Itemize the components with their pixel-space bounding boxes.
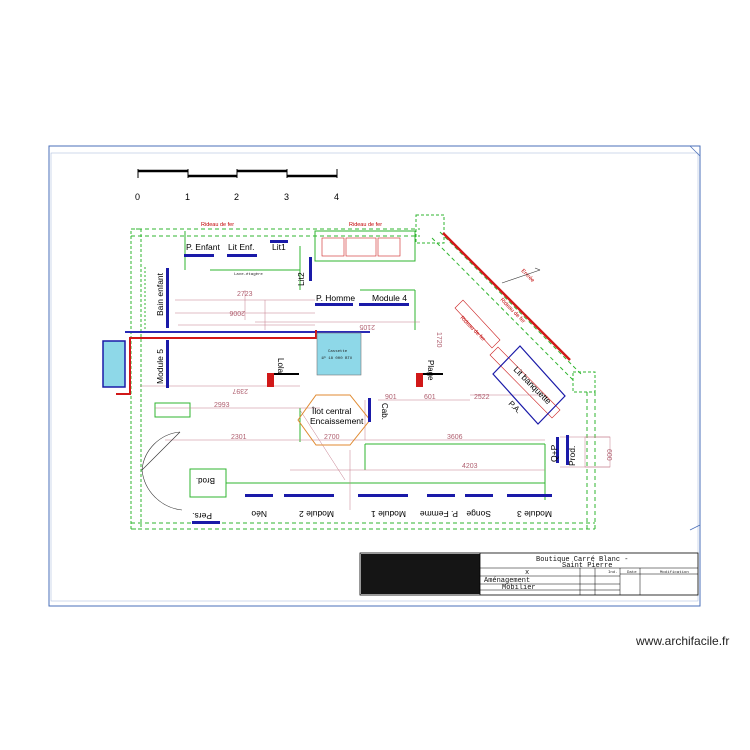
label-module4: Module 4 <box>372 293 407 303</box>
dim-2723: 2723 <box>237 291 253 298</box>
scale-tick-1: 1 <box>185 192 190 202</box>
dim-2522: 2522 <box>474 394 490 401</box>
label-ilot-1: Îlot central <box>311 406 351 416</box>
dim-1720: 1720 <box>435 332 442 348</box>
title-sub1: Aménagement <box>484 577 530 585</box>
title-block: Boutique Carré Blanc - Saint Pierre x Am… <box>359 552 699 596</box>
scale-tick-0: 0 <box>135 192 140 202</box>
title-col-ind: Ind. <box>608 570 618 575</box>
scale-tick-4: 4 <box>334 192 339 202</box>
label-brod: Brod. <box>196 476 215 485</box>
label-lit-banquette: Lit banquette <box>512 364 554 406</box>
label-module1: Module 1 <box>371 509 406 519</box>
rideau-left-label: Rideau de fer <box>201 222 234 228</box>
label-p-homme: P. Homme <box>316 293 355 303</box>
sheet-frame <box>48 145 701 607</box>
dim-600: 600 <box>605 449 612 461</box>
cassette-sub-label: 1P 18 000 BTU <box>321 357 353 361</box>
red-block-lola <box>267 373 274 387</box>
cassette-label: Cassette <box>328 350 348 354</box>
label-plage: Plage <box>426 360 435 381</box>
sous-etagere-label: Lave-étagère <box>234 272 263 277</box>
label-cab: Cab. <box>380 403 389 420</box>
rideau-diag2-label: Rideau de fer <box>459 315 487 343</box>
title-col-modif: Modification <box>660 570 689 575</box>
title-line2: Saint Pierre <box>562 562 612 570</box>
label-module5: Module 5 <box>155 349 165 384</box>
red-block-plage <box>416 373 423 387</box>
scale-tick-2: 2 <box>234 192 239 202</box>
rideaux <box>321 232 571 419</box>
duct-red <box>116 330 317 395</box>
label-ilot-2: Encaissement <box>310 416 364 426</box>
label-lit-enf: Lit Enf. <box>228 242 254 252</box>
label-songe: Songe <box>466 509 491 519</box>
module-bars <box>166 240 569 524</box>
label-pers: Pers. <box>192 511 212 521</box>
cassette-unit <box>316 332 362 376</box>
label-p-enfant: P. Enfant <box>186 242 221 252</box>
title-line1: Boutique Carré Blanc - <box>536 556 628 564</box>
scale-bar: 0 1 2 3 4 <box>135 169 339 202</box>
label-bain-enfant: Bain enfant <box>155 272 165 316</box>
dim-3606: 3606 <box>447 434 463 441</box>
scale-tick-3: 3 <box>284 192 289 202</box>
label-module3: Module 3 <box>517 509 552 519</box>
label-lola: Lola <box>276 358 285 374</box>
label-pa: P.A. <box>507 399 523 415</box>
title-x: x <box>525 569 529 577</box>
archifacile-credit: www.archifacile.fr <box>636 634 730 648</box>
rideau-right-label: Rideau de fer <box>349 222 382 228</box>
label-lit2: Lit2 <box>296 272 306 286</box>
title-col-date: Date <box>627 571 637 575</box>
dim-2700: 2700 <box>324 434 340 441</box>
dim-601: 601 <box>424 394 436 401</box>
sheet-inner-frame <box>50 152 699 602</box>
label-p-femme: P. Femme <box>420 509 458 519</box>
dim-2993: 2993 <box>214 402 230 409</box>
dim-2397: 2397 <box>232 387 248 394</box>
dim-4203: 4203 <box>462 463 478 470</box>
title-sub2: Mobilier <box>502 584 536 592</box>
label-qp: Q+P <box>549 444 559 462</box>
dim-901: 901 <box>385 394 397 401</box>
label-neo: Néo <box>251 509 267 519</box>
label-lit1: Lit1 <box>272 242 286 252</box>
dimension-lines <box>140 290 611 510</box>
door-swing <box>141 431 183 511</box>
label-prod: Prod. <box>567 446 577 466</box>
label-module2: Module 2 <box>299 509 334 519</box>
outdoor-unit <box>102 340 126 388</box>
dim-2006: 2006 <box>229 309 245 316</box>
dim-2301: 2301 <box>231 434 247 441</box>
dim-2105: 2105 <box>359 323 375 330</box>
